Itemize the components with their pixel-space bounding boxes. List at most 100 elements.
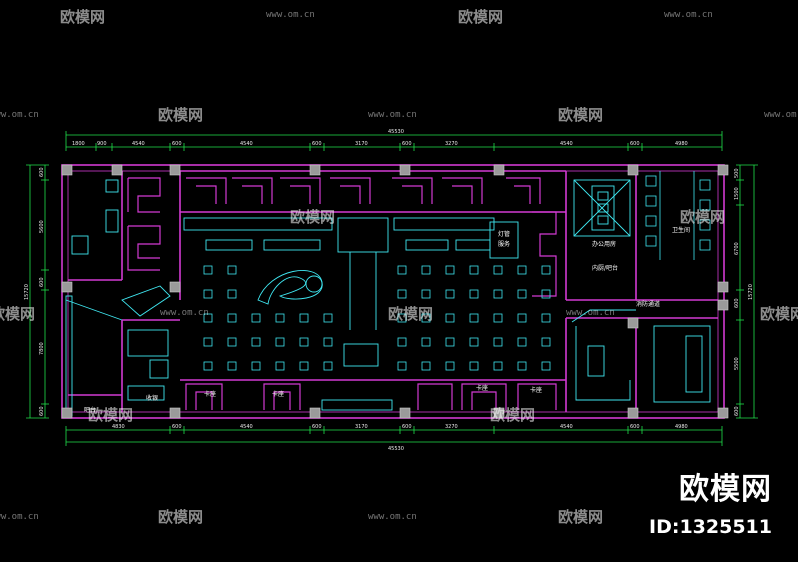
bottom-seg-2: 4540	[240, 424, 253, 430]
walls	[61, 164, 725, 419]
seat	[517, 337, 527, 347]
bottom-seg-0: 4830	[112, 424, 125, 430]
watermark-url: www.om.cn	[664, 10, 713, 20]
seat	[299, 361, 309, 371]
seat	[227, 337, 237, 347]
watermark-brand: 欧模网	[458, 8, 504, 26]
left-seg-0: 600	[39, 167, 45, 177]
seat	[227, 361, 237, 371]
seat	[275, 313, 285, 323]
seat	[469, 265, 479, 275]
top-seg-0: 1800	[72, 141, 85, 147]
watermark-brand: 欧模网	[158, 106, 204, 124]
left-total-dimension: 15720	[24, 284, 30, 300]
seat	[541, 361, 551, 371]
seat	[397, 289, 407, 299]
watermark-url: www.om.cn	[368, 110, 417, 120]
top-seg-7: 600	[402, 141, 412, 147]
seat	[323, 337, 333, 347]
left-seg-2: 600	[39, 277, 45, 287]
seat	[397, 313, 407, 323]
left-seg-1: 5600	[39, 220, 45, 233]
watermark-brand: 欧模网	[88, 406, 134, 424]
label-kitchen: 内厨/吧台	[592, 264, 618, 272]
seat	[421, 265, 431, 275]
watermark-brand: 欧模网	[558, 508, 604, 526]
seat	[299, 313, 309, 323]
right-seg-1: 1500	[734, 187, 740, 200]
seat-grid	[203, 265, 551, 371]
label-bar: 吧台	[84, 406, 96, 414]
bottom-seg-5: 600	[402, 424, 412, 430]
column	[309, 407, 321, 419]
seat	[445, 289, 455, 299]
bottom-seg-4: 3170	[355, 424, 368, 430]
column	[627, 407, 639, 419]
top-seg-6: 3170	[355, 141, 368, 147]
column	[399, 407, 411, 419]
column	[493, 407, 505, 419]
label-desk-3: 卡座	[476, 384, 488, 392]
seat	[445, 337, 455, 347]
right-seg-2: 6700	[734, 242, 740, 255]
left-seg-4: 600	[39, 406, 45, 416]
right-seg-3: 600	[734, 298, 740, 308]
seat	[421, 337, 431, 347]
column	[61, 407, 73, 419]
watermark-brand: 欧模网	[388, 305, 434, 323]
top-seg-5: 600	[312, 141, 322, 147]
watermark-url: www.om.cn	[368, 512, 417, 522]
column	[717, 299, 729, 311]
seat	[445, 313, 455, 323]
bottom-seg-8: 600	[630, 424, 640, 430]
watermark-brand: 欧模网	[290, 208, 336, 226]
seat	[469, 337, 479, 347]
bottom-seg-6: 3270	[445, 424, 458, 430]
column	[169, 407, 181, 419]
bottom-total-dimension: 45530	[388, 446, 404, 452]
label-desk-1: 卡座	[204, 390, 216, 398]
seat	[251, 313, 261, 323]
seat	[541, 337, 551, 347]
watermark-url: www.om.cn	[0, 512, 39, 522]
seat	[397, 337, 407, 347]
top-seg-11: 4980	[675, 141, 688, 147]
seat	[421, 313, 431, 323]
label-restroom: 卫生间	[672, 226, 690, 234]
watermark-brand: 欧模网	[760, 305, 798, 323]
seat	[445, 265, 455, 275]
seat	[469, 289, 479, 299]
column	[717, 407, 729, 419]
seat	[517, 361, 527, 371]
label-cashier: 收银	[146, 394, 158, 402]
column	[169, 164, 181, 176]
seat	[397, 265, 407, 275]
column	[717, 281, 729, 293]
seat	[227, 265, 237, 275]
label-lighting: 灯管	[498, 230, 510, 238]
right-seg-0: 500	[734, 168, 740, 178]
room-labels: 灯管 服务 办公用房 卫生间 内厨/吧台 消防通道 卡座 卡座 卡座 卡座 收银…	[84, 226, 690, 414]
top-booths	[127, 177, 557, 297]
right-seg-5: 600	[734, 406, 740, 416]
furniture	[65, 179, 711, 417]
seat	[203, 337, 213, 347]
column	[627, 164, 639, 176]
seat	[203, 361, 213, 371]
label-corridor: 消防通道	[636, 300, 660, 308]
column	[309, 164, 321, 176]
watermark-brand: 欧模网	[0, 305, 36, 323]
seat	[493, 337, 503, 347]
label-desk-2: 卡座	[272, 390, 284, 398]
seat	[541, 313, 551, 323]
watermark-brand: 欧模网	[60, 8, 106, 26]
top-seg-4: 4540	[240, 141, 253, 147]
bottom-seg-1: 600	[172, 424, 182, 430]
top-seg-2: 4540	[132, 141, 145, 147]
bottom-seg-3: 600	[312, 424, 322, 430]
column	[627, 317, 639, 329]
column	[61, 281, 73, 293]
label-office: 办公用房	[592, 240, 616, 248]
top-seg-10: 600	[630, 141, 640, 147]
seat	[469, 361, 479, 371]
